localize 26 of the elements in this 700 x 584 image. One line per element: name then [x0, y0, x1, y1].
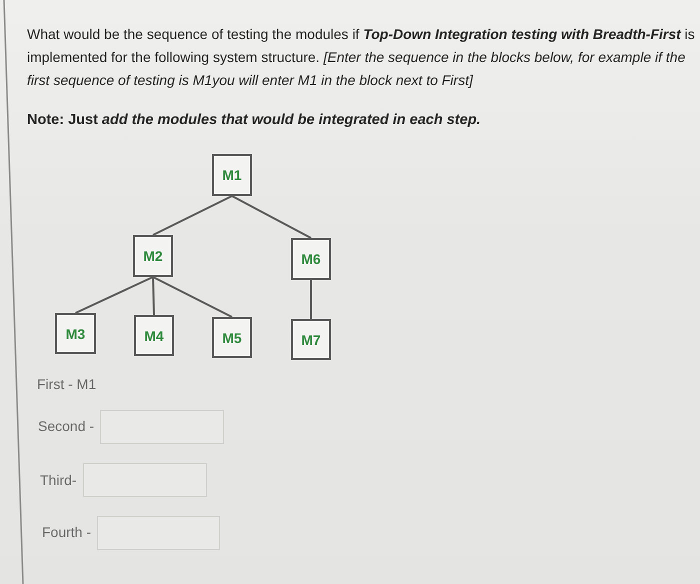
module-box — [291, 319, 331, 360]
module-box — [212, 317, 252, 358]
step-label: Third- — [40, 472, 77, 488]
connector-line — [152, 276, 232, 318]
module-name: M1 — [222, 167, 242, 183]
module-box — [55, 313, 96, 354]
step-label: First - M1 — [37, 376, 96, 392]
module-name: M2 — [143, 248, 163, 264]
question-text: What would be the sequence of testing the modules if Top-Down Integration testing with Breadth-First is implemented for the following system structure. [Enter the sequence in the blocks below, for example if the first sequence of testing is M1you will enter M1 in the block next to First] — [27, 25, 696, 90]
module-name: M5 — [222, 330, 242, 346]
module-box — [133, 235, 173, 277]
step-label: Fourth - — [42, 524, 92, 540]
note-text: Note: Just add the modules that would be integrated in each step. — [27, 112, 481, 128]
module-box — [291, 238, 331, 280]
module-box — [134, 315, 174, 356]
connector-line — [310, 280, 312, 319]
connector-line — [75, 276, 154, 314]
module-name: M6 — [301, 251, 321, 267]
module-name: M7 — [301, 332, 321, 348]
module-name: M4 — [144, 328, 164, 344]
module-name: M3 — [66, 326, 86, 342]
module-box — [212, 154, 252, 196]
connector-line — [152, 195, 232, 236]
connector-line — [232, 195, 312, 239]
step-label: Second - — [38, 418, 94, 434]
connector-line — [152, 276, 155, 316]
